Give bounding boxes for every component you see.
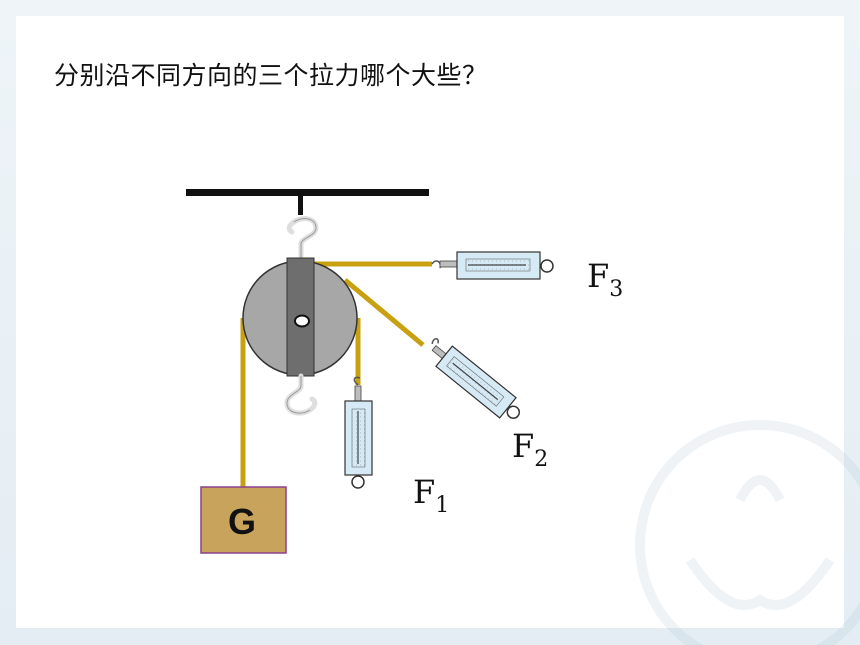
label-f1: F1 xyxy=(413,473,449,518)
spring-scale-f2 xyxy=(431,338,521,419)
watermark-logo xyxy=(635,420,860,645)
weight-label: G xyxy=(228,501,256,542)
spring-scale-f1 xyxy=(344,376,373,489)
content-panel xyxy=(16,16,844,628)
ceiling-rod xyxy=(298,195,303,215)
ceiling-bar xyxy=(186,189,429,196)
weight-block xyxy=(200,486,287,554)
ropes xyxy=(240,261,432,488)
pulley-axle xyxy=(294,314,310,328)
label-f3: F3 xyxy=(587,257,623,302)
spring-scale-f3 xyxy=(431,251,554,280)
slide-title: 分别沿不同方向的三个拉力哪个大些？ xyxy=(54,61,488,90)
top-hook xyxy=(286,216,319,263)
rope-f2 xyxy=(343,278,425,347)
label-f2: F2 xyxy=(512,427,548,472)
